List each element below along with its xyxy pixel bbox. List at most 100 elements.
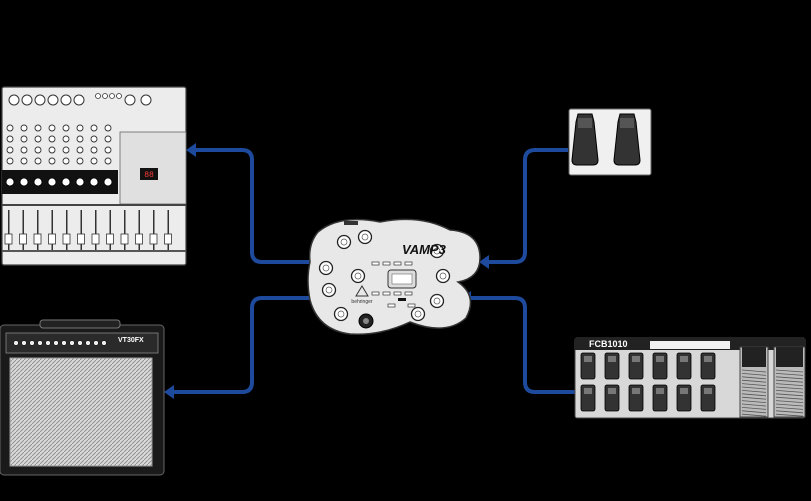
xlr-jack-icon bbox=[140, 94, 152, 106]
fader-track-icon bbox=[66, 210, 68, 250]
knob-icon bbox=[429, 293, 445, 309]
arrow-vamp-to-amp bbox=[168, 296, 310, 394]
fader-cap-icon bbox=[19, 233, 27, 245]
knob-icon bbox=[89, 177, 99, 187]
button-icon bbox=[398, 298, 406, 301]
knob-icon bbox=[34, 146, 42, 154]
pedal-tread-icon bbox=[741, 407, 767, 410]
pedal-tread-icon bbox=[741, 379, 767, 383]
fader-track-icon bbox=[80, 210, 82, 250]
pedal-tread-icon bbox=[775, 390, 804, 393]
knob-icon bbox=[357, 229, 373, 245]
button-icon bbox=[393, 291, 402, 296]
pedal-tread-icon bbox=[775, 393, 804, 397]
knob-icon bbox=[34, 124, 42, 132]
jack-icon bbox=[102, 93, 108, 99]
pedal-tread-icon bbox=[775, 386, 804, 390]
pedal-tread-icon bbox=[741, 390, 767, 393]
button-icon bbox=[387, 303, 396, 308]
arrowhead-vamp-top bbox=[479, 255, 489, 269]
knob-icon bbox=[61, 340, 67, 346]
knob-icon bbox=[34, 135, 42, 143]
knob-icon bbox=[76, 157, 84, 165]
knob-icon bbox=[76, 146, 84, 154]
knob-icon bbox=[19, 177, 29, 187]
v-amp-3-image: VAMP3 behringer bbox=[307, 218, 481, 335]
connectors bbox=[168, 148, 575, 394]
pedal-tread-icon bbox=[741, 376, 767, 380]
knob-icon bbox=[33, 177, 43, 187]
fader-track-icon bbox=[95, 210, 97, 250]
fader-track-icon bbox=[8, 210, 10, 250]
knob-icon bbox=[48, 157, 56, 165]
knob-icon bbox=[13, 340, 19, 346]
knob-icon bbox=[69, 340, 75, 346]
pedal-tread-icon bbox=[741, 383, 767, 386]
fader-track-icon bbox=[37, 210, 39, 250]
fader-track-icon bbox=[22, 210, 24, 250]
knob-icon bbox=[77, 340, 83, 346]
knob-icon bbox=[62, 146, 70, 154]
pedal-tread-icon bbox=[775, 383, 804, 386]
knob-icon bbox=[21, 340, 27, 346]
fader-cap-icon bbox=[4, 233, 13, 245]
knob-icon bbox=[333, 306, 349, 322]
knob-icon bbox=[103, 177, 113, 187]
fader-cap-icon bbox=[135, 233, 143, 245]
fader-cap-icon bbox=[164, 233, 172, 245]
knob-icon bbox=[104, 146, 112, 154]
knob-icon bbox=[435, 268, 451, 284]
pedal-tread-icon bbox=[741, 393, 767, 397]
mixer-display: 88 bbox=[144, 171, 154, 180]
arrow-footswitch-to-vamp bbox=[483, 148, 568, 264]
knob-icon bbox=[20, 135, 28, 143]
knob-icon bbox=[90, 135, 98, 143]
fader-cap-icon bbox=[33, 233, 42, 245]
knob-icon bbox=[90, 146, 98, 154]
knob-icon bbox=[48, 135, 56, 143]
pedal-tread-icon bbox=[775, 376, 804, 380]
fader-cap-icon bbox=[91, 233, 100, 245]
pedal-tread-icon bbox=[741, 373, 767, 376]
pedal-tread-icon bbox=[775, 400, 804, 403]
knob-icon bbox=[6, 135, 14, 143]
fader-cap-icon bbox=[149, 233, 158, 245]
fader-track-icon bbox=[167, 210, 169, 250]
knob-icon bbox=[62, 135, 70, 143]
knob-icon bbox=[104, 135, 112, 143]
pedal-tread-icon bbox=[741, 369, 767, 373]
knob-icon bbox=[429, 243, 445, 259]
knob-icon bbox=[20, 157, 28, 165]
fcb-model-label: FCB1010 bbox=[589, 339, 628, 349]
knob-icon bbox=[76, 124, 84, 132]
button-icon bbox=[371, 291, 380, 296]
fader-cap-icon bbox=[120, 233, 129, 245]
knob-icon bbox=[20, 124, 28, 132]
fader-track-icon bbox=[109, 210, 111, 250]
xlr-jack-icon bbox=[34, 94, 46, 106]
arrowhead-amp bbox=[164, 385, 174, 399]
knob-icon bbox=[45, 340, 51, 346]
fader-track-icon bbox=[124, 210, 126, 250]
knob-icon bbox=[61, 177, 71, 187]
knob-icon bbox=[6, 157, 14, 165]
pedal-tread-icon bbox=[741, 413, 767, 417]
knob-icon bbox=[20, 146, 28, 154]
knob-icon bbox=[104, 124, 112, 132]
xlr-jack-icon bbox=[124, 94, 136, 106]
guitar-amplifier-image: VT30FX bbox=[0, 319, 165, 476]
knob-icon bbox=[101, 340, 107, 346]
pedal-tread-icon bbox=[775, 413, 804, 417]
knob-icon bbox=[90, 124, 98, 132]
pedal-tread-icon bbox=[741, 400, 767, 403]
xlr-jack-icon bbox=[8, 94, 20, 106]
xlr-jack-icon bbox=[60, 94, 72, 106]
pedal-tread-icon bbox=[775, 407, 804, 410]
knob-icon bbox=[62, 157, 70, 165]
pedal-tread-icon bbox=[775, 369, 804, 373]
fader-track-icon bbox=[153, 210, 155, 250]
jack-icon bbox=[116, 93, 122, 99]
arrow-fcb-to-vamp bbox=[465, 296, 575, 394]
pedal-tread-icon bbox=[741, 403, 767, 407]
